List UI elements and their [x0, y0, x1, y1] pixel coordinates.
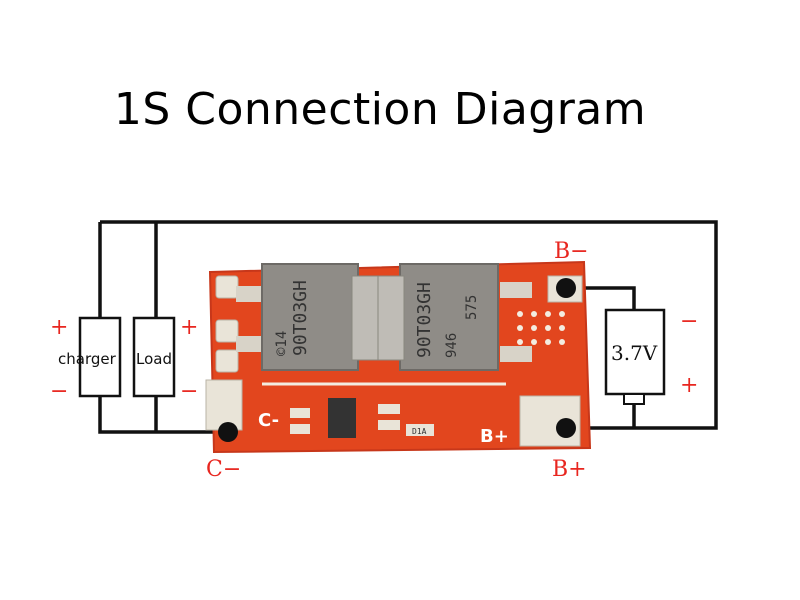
smd-part — [378, 404, 400, 414]
b-minus-label: B− — [554, 239, 589, 264]
mosfet-tab — [351, 275, 383, 361]
mosfet-right-marking-c: 575 — [464, 295, 480, 320]
c-minus-pad — [205, 379, 243, 431]
battery-terminal — [623, 393, 645, 405]
battery-cell — [604, 308, 666, 396]
load-label: Load — [136, 350, 172, 368]
b-plus-connection-dot — [556, 418, 576, 438]
mosfet-left-marking: 90T03GH — [290, 280, 311, 356]
charger-box — [78, 316, 122, 398]
c-minus-connection-dot — [218, 422, 238, 442]
mosfet-lead — [500, 282, 532, 298]
load-plus-sign: + — [180, 315, 198, 340]
smd-diode — [406, 424, 434, 436]
control-ic — [328, 398, 356, 438]
pcb-pad — [215, 349, 239, 373]
pad-grid — [517, 311, 565, 345]
protection-board: D1A 90T03GH ©14 90T03GH 946 575 C- B+ — [205, 260, 592, 454]
smd-part — [290, 424, 310, 434]
load-minus-sign: − — [180, 379, 198, 404]
battery-voltage-label: 3.7V — [611, 341, 658, 365]
wire-charger-bottom — [98, 395, 228, 434]
smd-part — [290, 408, 310, 418]
charger-plus-sign: + — [50, 315, 68, 340]
battery-minus-sign: − — [680, 309, 698, 334]
b-plus-label: B+ — [552, 457, 587, 482]
smd-diode-label: D1A — [412, 427, 427, 436]
wire-battery-top — [566, 286, 636, 312]
mosfet-tab — [377, 275, 405, 361]
load-box — [132, 316, 176, 398]
mosfet-right-marking: 90T03GH — [414, 282, 435, 358]
charger-label: charger — [58, 350, 117, 368]
b-minus-connection-dot — [556, 278, 576, 298]
pcb-c-minus-label: C- — [258, 410, 279, 431]
charger-minus-sign: − — [50, 379, 68, 404]
pcb-b-plus-label: B+ — [480, 426, 509, 447]
mosfet-right-marking-b: 946 — [444, 333, 460, 358]
battery-plus-sign: + — [680, 373, 698, 398]
smd-part — [378, 420, 400, 430]
mosfet-left-marking-b: ©14 — [274, 331, 290, 356]
mosfet-lead — [500, 346, 532, 362]
mosfet-right — [399, 263, 499, 371]
wire-top-loop — [100, 220, 718, 430]
mosfet-left — [261, 263, 359, 371]
pcb-pad — [215, 319, 239, 343]
pcb-pad — [215, 275, 239, 299]
c-minus-label: C− — [206, 457, 241, 482]
wiring — [98, 220, 718, 434]
diagram-title: 1S Connection Diagram — [113, 84, 647, 135]
